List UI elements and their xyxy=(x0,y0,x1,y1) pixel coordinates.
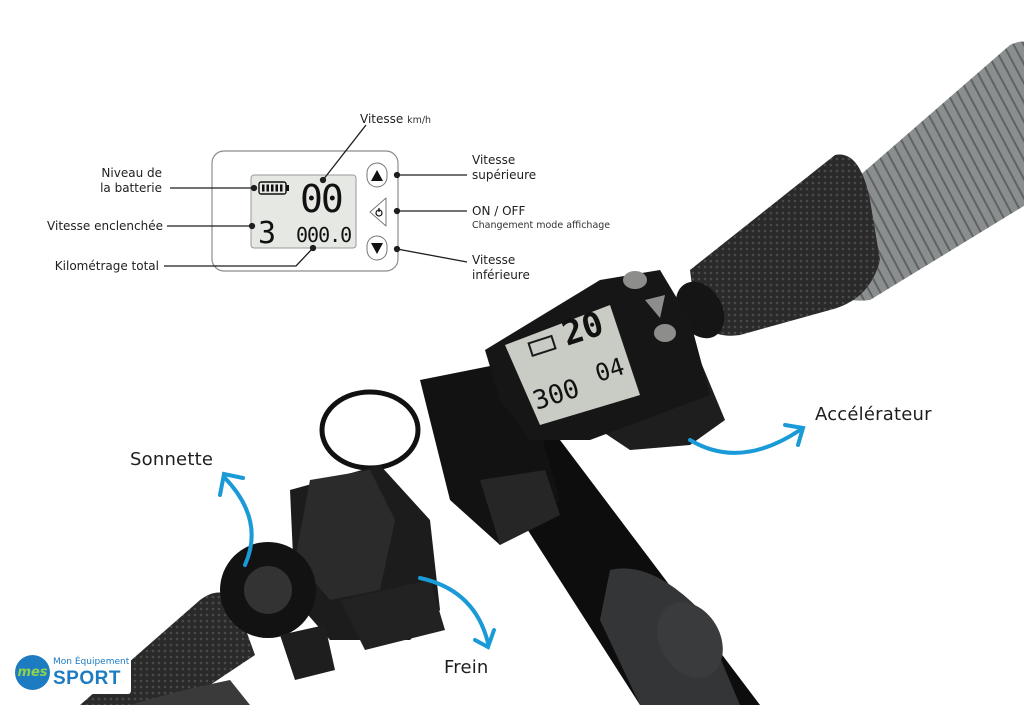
speed-unit-text: km/h xyxy=(407,115,432,126)
brand-logo: mes Mon Équipement SPORT xyxy=(12,651,131,694)
odometer-label: Kilométrage total xyxy=(54,259,159,273)
bell-arrow-icon xyxy=(218,471,254,567)
bell-label: Sonnette xyxy=(130,449,214,470)
gear-label: Vitesse enclenchée xyxy=(47,219,163,233)
brand-top-text: Mon Équipement xyxy=(53,657,130,667)
brake-arrow-icon xyxy=(418,576,496,650)
accelerator-label: Accélérateur xyxy=(815,404,932,425)
speed-down-label-line2: inférieure xyxy=(472,268,530,282)
accelerator-arrow-icon xyxy=(688,423,806,455)
brand-bottom-text: SPORT xyxy=(53,668,121,689)
battery-icon xyxy=(258,181,289,195)
speed-down-label: Vitesse inférieure xyxy=(472,253,530,283)
speed-up-label-line1: Vitesse xyxy=(472,153,516,167)
power-sublabel: Changement mode affichage xyxy=(472,220,611,231)
right-grip xyxy=(675,41,1024,339)
brand-mark-icon: mes xyxy=(15,655,50,690)
power-button xyxy=(369,197,387,227)
lcd-gear: 3 xyxy=(258,216,276,251)
power-label: ON / OFF xyxy=(472,204,526,218)
speed-title-label: Vitesse km/h xyxy=(360,112,431,128)
speed-up-label-line2: supérieure xyxy=(472,168,537,182)
lcd-screen xyxy=(250,174,357,249)
battery-label: Niveau de la batterie xyxy=(60,166,162,196)
speed-up-button xyxy=(366,162,388,188)
brake-label: Frein xyxy=(444,657,489,678)
speed-down-button xyxy=(366,235,388,261)
device-display xyxy=(485,270,710,440)
triangle-down-icon xyxy=(371,243,383,254)
triangle-up-icon xyxy=(371,170,383,181)
speed-up-label: Vitesse supérieure xyxy=(472,153,536,183)
battery-label-line2: la batterie xyxy=(100,181,162,195)
leader-lines xyxy=(164,124,468,267)
speed-down-label-line1: Vitesse xyxy=(472,253,516,267)
battery-label-line1: Niveau de xyxy=(101,166,162,180)
speed-title-text: Vitesse xyxy=(360,112,404,126)
lcd-odometer: 000.0 xyxy=(296,223,351,247)
lcd-speed: 00 xyxy=(300,177,342,221)
